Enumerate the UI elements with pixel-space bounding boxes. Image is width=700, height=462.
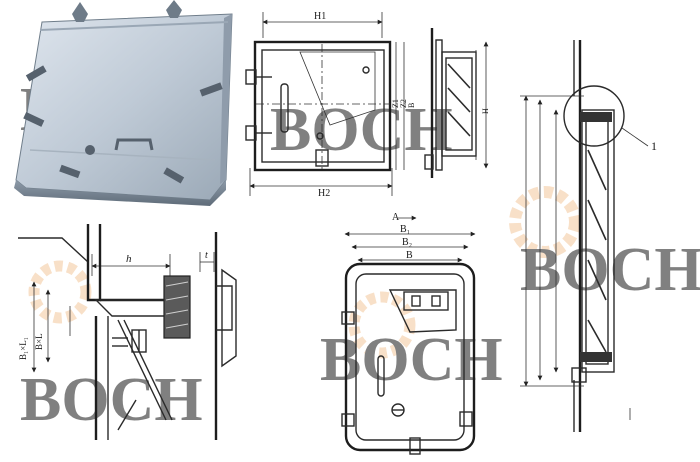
watermark-text-5: BOCH bbox=[520, 236, 700, 304]
right-section-view: 1 bbox=[520, 40, 657, 432]
dim-label-bxl: B×L bbox=[34, 333, 44, 350]
lifting-lug-icon bbox=[72, 0, 182, 22]
dim-label-z1: Z1 bbox=[391, 99, 400, 108]
watermark-text-4: BOCH bbox=[320, 326, 503, 394]
hinge-icon bbox=[245, 69, 272, 141]
detail-callout-number: 1 bbox=[651, 139, 657, 153]
dim-label-b1: B₁ bbox=[400, 224, 410, 235]
watermark-text-3: BOCH bbox=[20, 366, 203, 434]
dim-label-h: H bbox=[481, 108, 490, 114]
dim-label-z2: Z2 bbox=[399, 99, 408, 108]
bottom-front-view: A B₁ B₂ B bbox=[341, 212, 476, 455]
watermark-text-2: BOCH bbox=[270, 96, 453, 164]
dim-label-bottom-b: B bbox=[406, 250, 413, 261]
hatch-photo bbox=[14, 0, 233, 206]
glass-hatching bbox=[587, 149, 607, 353]
top-side-view: H bbox=[424, 28, 490, 178]
dim-label-h2: H2 bbox=[318, 188, 330, 199]
section-detail: h t bbox=[18, 224, 237, 440]
dim-label-b2: B₂ bbox=[402, 237, 412, 248]
lug-icon bbox=[315, 149, 329, 167]
detail-circle bbox=[563, 85, 625, 147]
dim-label-b: B bbox=[407, 103, 416, 108]
clamp-dog-icon bbox=[23, 65, 223, 184]
handle-icon bbox=[114, 138, 154, 151]
top-front-view: H1 H2 Z1 Z2 B bbox=[245, 11, 416, 199]
dim-label-b1xl1: B₁×L₁ bbox=[18, 337, 28, 360]
dim-label-h1: H1 bbox=[314, 11, 326, 22]
dim-label-section-h: h bbox=[126, 253, 132, 265]
bolt-icon bbox=[112, 329, 147, 353]
glass-hatching bbox=[447, 63, 471, 137]
hinge-icon bbox=[341, 311, 473, 427]
dim-label-t: t bbox=[205, 250, 208, 261]
section-marker-a: A bbox=[392, 212, 400, 223]
